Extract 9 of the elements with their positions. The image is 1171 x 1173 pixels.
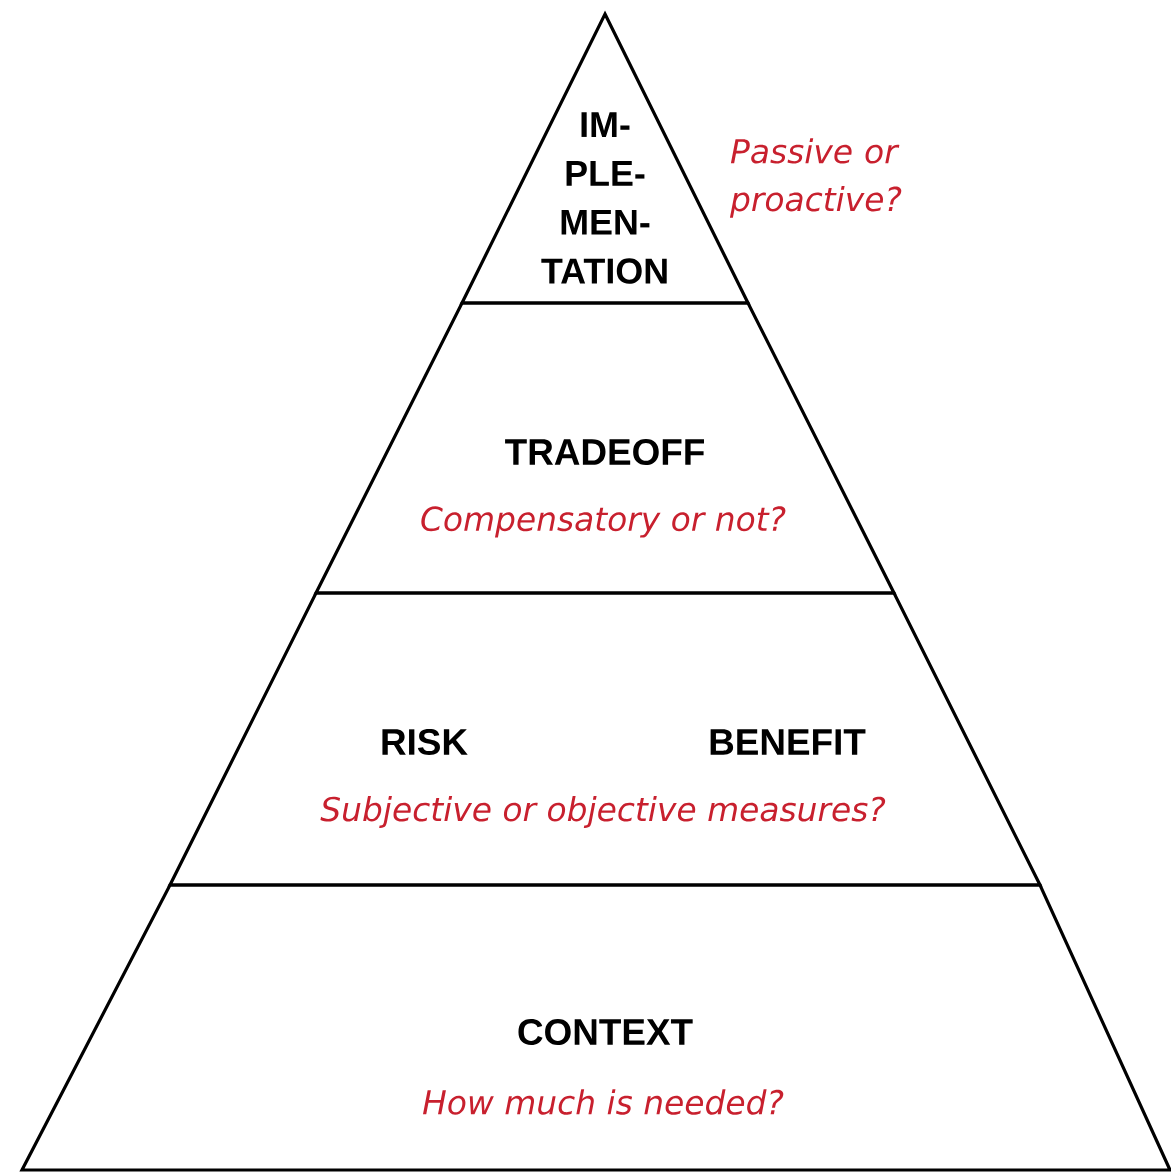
side-note: Passive or proactive? bbox=[729, 138, 902, 218]
question-text: How much is needed? bbox=[423, 1089, 784, 1115]
level-heading: BENEFIT bbox=[710, 729, 866, 755]
level-heading: RISK bbox=[382, 728, 468, 756]
question-text: Compensatory or not? bbox=[421, 506, 786, 538]
level-heading: CONTEXT bbox=[518, 1018, 693, 1046]
level-heading: TRADEOFF bbox=[505, 438, 704, 466]
level-heading: IM- PLE- MEN- TATION bbox=[541, 112, 667, 284]
question-text: Subjective or objective measures? bbox=[320, 796, 886, 828]
